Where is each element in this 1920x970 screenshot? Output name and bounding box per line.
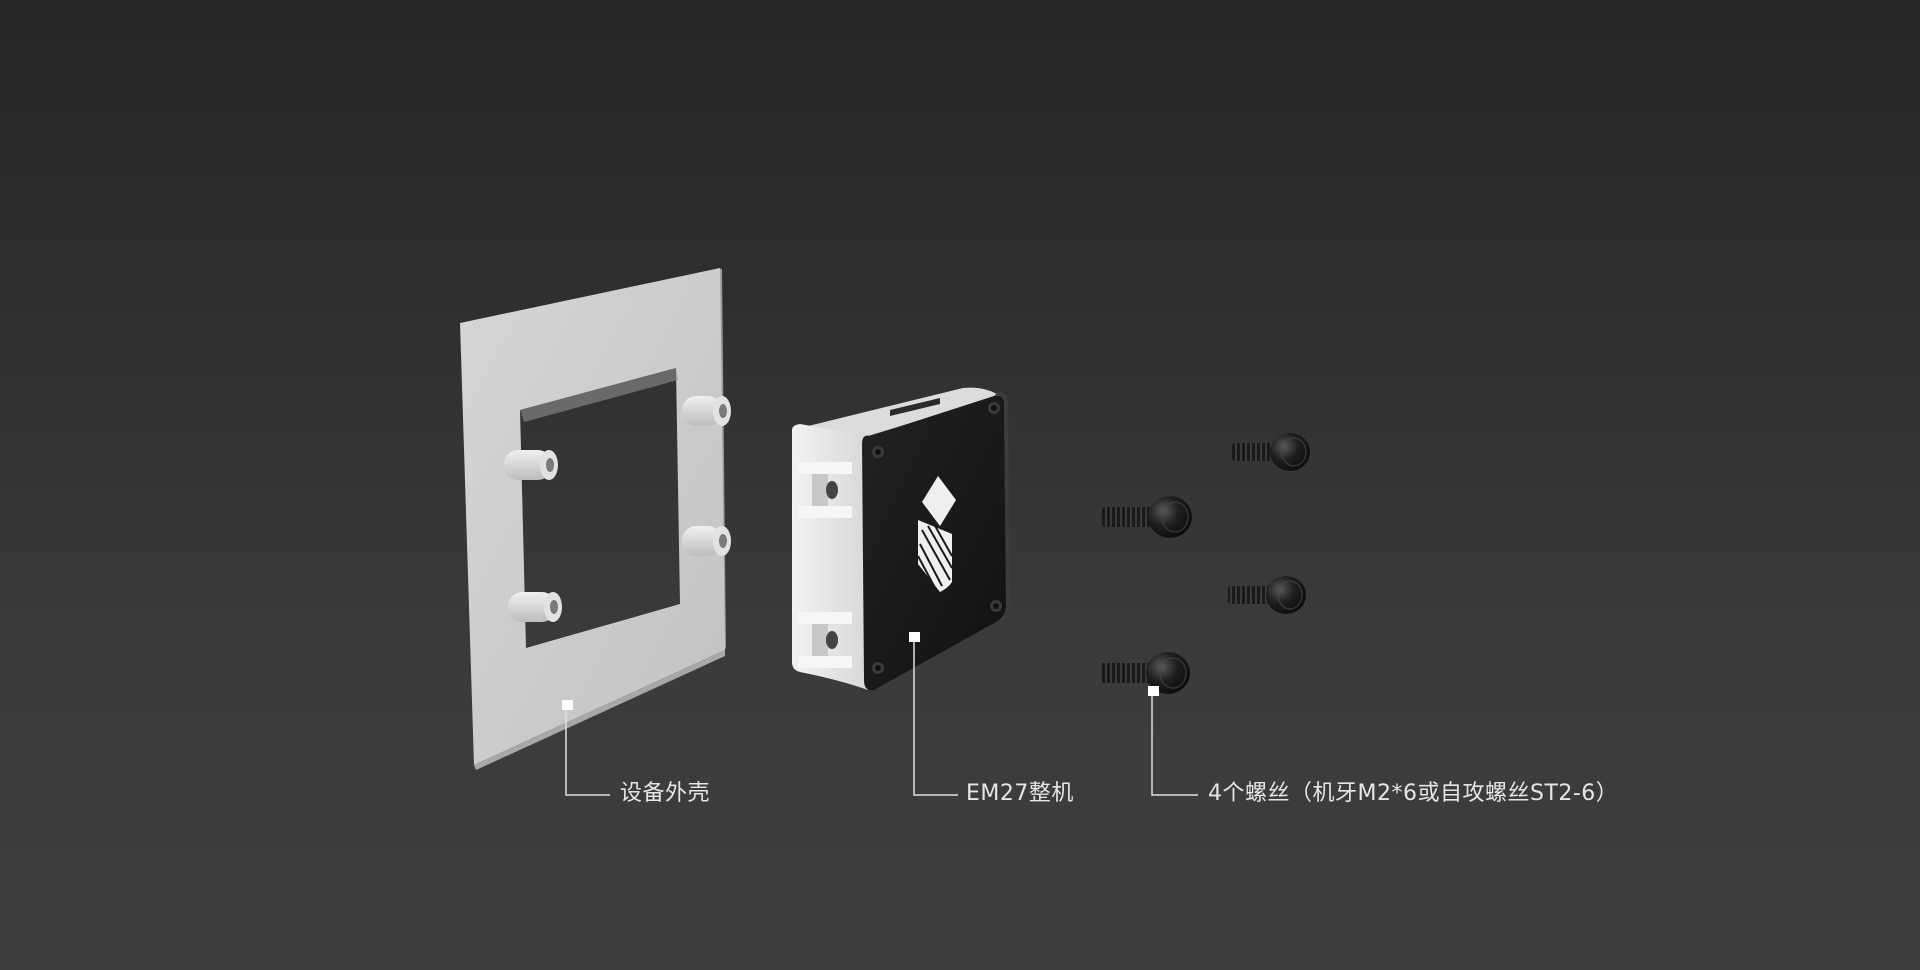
shell-bottom-edge: [474, 650, 725, 770]
callout-device: [909, 632, 958, 796]
device-face-screw-bottom-left: [872, 662, 884, 674]
callout-screws-marker: [1148, 686, 1159, 696]
callout-shell-marker: [562, 700, 573, 710]
shell-inner-shadow: [520, 368, 678, 422]
callout-screws: [1148, 686, 1198, 796]
device-clip-upper: [798, 462, 852, 518]
callout-label-device: EM27整机: [966, 781, 1074, 806]
device-top-slot: [890, 398, 940, 416]
callout-screws-line: [1151, 696, 1198, 796]
device-face-edge: [994, 392, 1010, 622]
callout-label-screws: 4个螺丝（机牙M2*6或自攻螺丝ST2-6）: [1208, 781, 1619, 806]
callout-shell-line: [565, 710, 610, 796]
shell-plate: [460, 268, 725, 765]
shell-boss-lower-right: [682, 526, 731, 556]
callout-device-marker: [909, 632, 920, 642]
screw-4: [1100, 652, 1190, 694]
device-face-screw-top-left: [872, 446, 884, 458]
callout-label-shell: 设备外壳: [620, 781, 711, 806]
screw-1: [1232, 433, 1310, 471]
device-face-screw-top-right: [988, 402, 1000, 414]
device-clip-lower: [798, 612, 852, 668]
callout-device-line: [913, 642, 958, 796]
stacked-diamond-logo-icon: [917, 476, 956, 592]
callout-shell: [562, 700, 610, 796]
screw-3: [1228, 576, 1306, 614]
shell-boss-lower-left: [508, 592, 562, 622]
device-face-screw-bottom-right: [990, 600, 1002, 612]
screw-2: [1102, 496, 1192, 538]
shell-boss-upper-left: [504, 450, 558, 480]
em27-device: [792, 387, 1010, 691]
shell-boss-upper-right: [682, 396, 731, 426]
device-shell: [460, 268, 731, 770]
